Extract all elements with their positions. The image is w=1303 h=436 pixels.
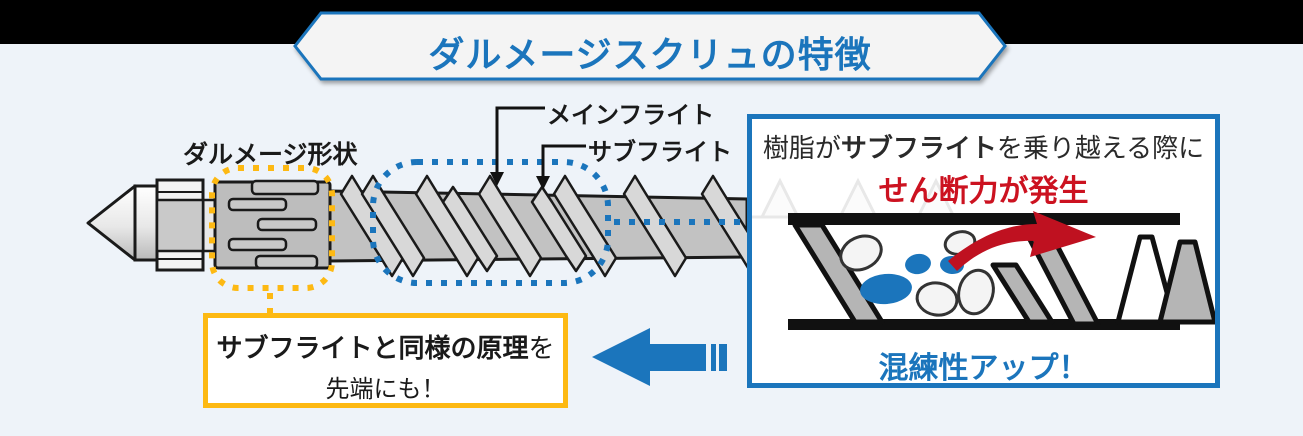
dulmage-outline-dotted — [209, 165, 335, 316]
channel-flights — [792, 222, 1215, 327]
title-banner-shape — [293, 11, 1007, 81]
callout-line1-bold: サブフライトと同様の原理 — [216, 333, 529, 363]
callout-line2: 先端にも！ — [325, 376, 446, 403]
dulmage-section — [213, 179, 332, 270]
panel-line1-suffix: を乗り越える際に — [996, 133, 1205, 163]
barrel-bottom-wall — [788, 319, 1180, 330]
main-flight-leader — [490, 106, 545, 186]
sub-flight-label: サブフライト — [588, 139, 732, 166]
panel-line1-prefix: 樹脂が — [762, 133, 841, 163]
panel-line1: 樹脂がサブフライトを乗り越える際に — [752, 128, 1215, 165]
blue-arrow-icon — [592, 328, 727, 386]
main-flight-label: メインフライト — [547, 102, 715, 129]
screw-tip — [86, 178, 219, 272]
callout-line1-suffix: を — [528, 333, 555, 363]
tip-principle-callout: サブフライトと同様の原理を 先端にも！ — [203, 313, 568, 408]
dulmage-shape-label: ダルメージ形状 — [183, 141, 358, 169]
resin-pellets — [839, 230, 995, 317]
callout-line1: サブフライトと同様の原理を — [208, 328, 563, 365]
mixing-up-text: 混練性アップ！ — [878, 352, 1089, 385]
mixing-illustration — [788, 211, 1215, 330]
shear-explanation-panel: 樹脂がサブフライトを乗り越える際に せん断力が発生 — [747, 114, 1220, 388]
panel-line1-bold: サブフライト — [840, 133, 997, 163]
barrel-top-wall — [788, 213, 1180, 225]
shear-arrow-icon — [948, 211, 1096, 271]
page-title: ダルメージスクリュの特徴 — [428, 34, 872, 75]
screw-flights — [339, 174, 766, 278]
sub-flight-leader — [536, 144, 586, 190]
subflight-outline-dotted — [370, 159, 747, 286]
shear-force-text: せん断力が発生 — [878, 175, 1089, 208]
